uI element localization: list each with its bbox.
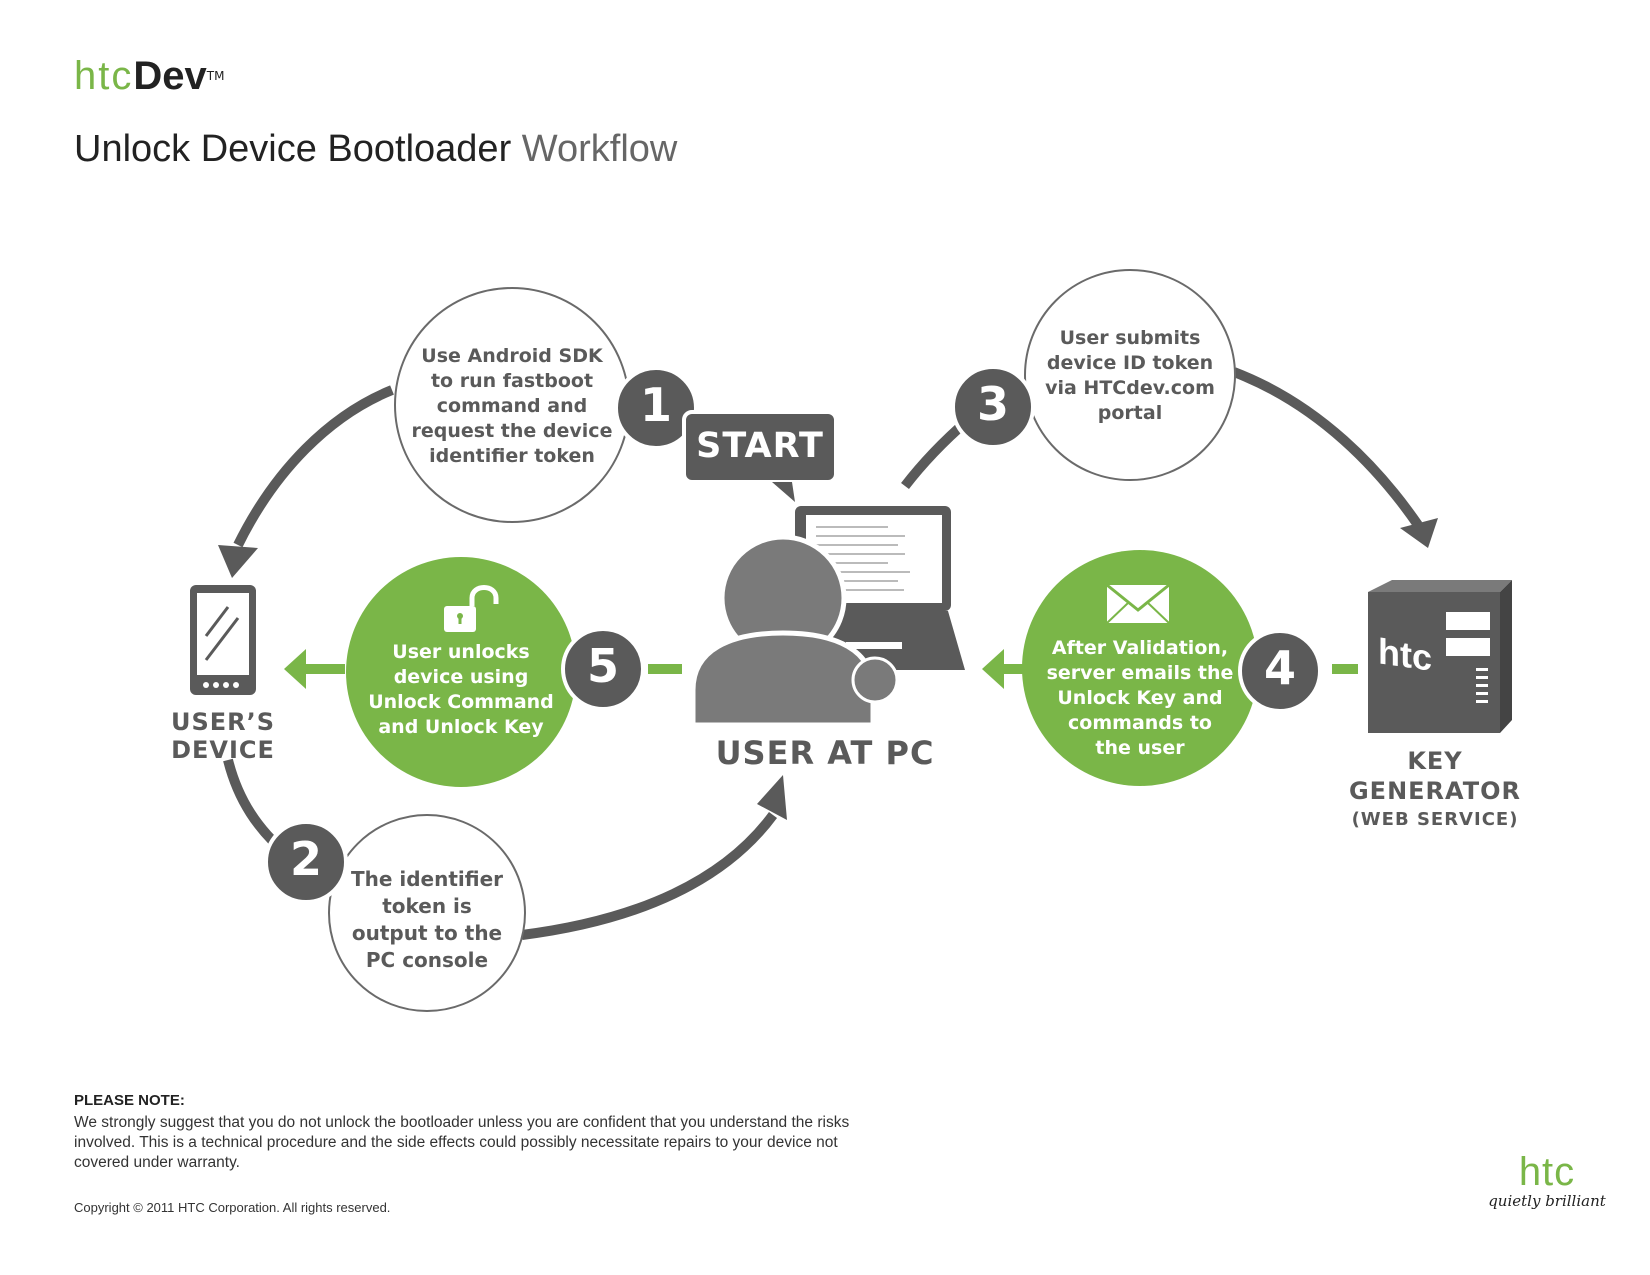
arrow-keygen-to-step4 xyxy=(1332,664,1358,674)
step4-line: Unlock Key and xyxy=(1057,687,1223,709)
server-icon xyxy=(1368,580,1512,733)
arrow-step3-to-keygen xyxy=(1232,367,1423,528)
step2-line: output to the xyxy=(351,921,503,945)
keygen-line-1: KEY xyxy=(1407,747,1463,775)
step3-line: via HTCdev.com xyxy=(1045,377,1215,399)
step3-badge xyxy=(951,365,1035,449)
step4-badge xyxy=(1238,629,1322,713)
page-title: Unlock Device Bootloader Workflow xyxy=(74,128,677,171)
htc-brand-tagline: quietly brilliant xyxy=(1488,1192,1606,1210)
step5-line: User unlocks xyxy=(392,641,530,663)
step3-line: portal xyxy=(1097,402,1163,424)
step4-number: 4 xyxy=(1263,641,1296,695)
arrow-head-device xyxy=(218,545,258,578)
arrow-step5-to-device-shaft xyxy=(305,664,345,674)
start-label: START xyxy=(696,426,824,466)
step1-number: 1 xyxy=(639,378,672,432)
server-htc-brand: htc xyxy=(1378,630,1432,679)
arrow-head-keygen xyxy=(1400,518,1438,548)
step4-line: server emails the xyxy=(1046,662,1234,684)
arrow-step4-to-pc-head xyxy=(982,649,1004,689)
keygen-line-3: (WEB SERVICE) xyxy=(1351,809,1519,830)
phone-icon xyxy=(190,585,256,695)
start-bubble xyxy=(682,410,838,502)
step3-line: User submits xyxy=(1059,327,1201,349)
arrow-head-pc xyxy=(757,775,787,820)
step5-badge xyxy=(561,627,645,711)
step5-line: device using xyxy=(393,666,529,688)
step2-line: PC console xyxy=(365,948,489,972)
step2-line: token is xyxy=(382,894,472,918)
step5-number: 5 xyxy=(586,639,619,693)
users-device-label: USER’S DEVICE xyxy=(170,708,276,764)
unlock-padlock-icon xyxy=(444,585,499,632)
step5-line: and Unlock Key xyxy=(378,716,544,738)
arrow-pc-to-step5 xyxy=(648,664,682,674)
step4-text: After Validation, server emails the Unlo… xyxy=(1040,636,1240,761)
user-at-pc-label: USER AT PC xyxy=(715,734,935,772)
step3-number: 3 xyxy=(976,377,1009,431)
keygen-line-2: GENERATOR xyxy=(1348,777,1522,805)
key-generator-label: KEY GENERATOR (WEB SERVICE) xyxy=(1340,746,1530,834)
step5-line: Unlock Command xyxy=(368,691,554,713)
step1-line: to run fastboot xyxy=(430,370,594,392)
logo-tm: TM xyxy=(206,69,225,83)
step1-line: identifier token xyxy=(429,445,595,467)
step1-line: request the device xyxy=(411,420,613,442)
envelope-icon xyxy=(1106,583,1170,624)
step1-text: Use Android SDK to run fastboot command … xyxy=(402,344,622,469)
step1-line: Use Android SDK xyxy=(421,345,603,367)
htc-brand-word: htc xyxy=(1518,1150,1576,1194)
copyright-text: Copyright © 2011 HTC Corporation. All ri… xyxy=(74,1200,391,1215)
step5-text: User unlocks device using Unlock Command… xyxy=(356,640,566,740)
step4-line: commands to xyxy=(1068,712,1212,734)
step3-text: User submits device ID token via HTCdev.… xyxy=(1030,326,1230,426)
step3-line: device ID token xyxy=(1046,352,1214,374)
step2-text: The identifier token is output to the PC… xyxy=(337,866,517,974)
note-body: We strongly suggest that you do not unlo… xyxy=(74,1114,850,1171)
step1-line: command and xyxy=(436,395,588,417)
step1-badge xyxy=(614,366,698,450)
htcdev-logo: htcDevTM xyxy=(74,52,224,100)
logo-htc-text: htc xyxy=(74,54,134,98)
step4-circle xyxy=(1022,550,1258,786)
htc-brand-logo: htc quietly brilliant xyxy=(1482,1152,1612,1210)
arrow-step5-to-device-head xyxy=(284,649,306,689)
step2-number: 2 xyxy=(289,832,322,886)
step4-line: After Validation, xyxy=(1051,637,1229,659)
user-at-pc-illustration xyxy=(690,506,965,728)
step5-circle xyxy=(346,557,576,787)
step2-circle xyxy=(328,814,526,1012)
note-heading: PLEASE NOTE: xyxy=(74,1092,185,1109)
arrow-step4-to-pc-shaft xyxy=(1002,664,1028,674)
arrow-step2-to-pc xyxy=(521,812,778,940)
title-light: Workflow xyxy=(521,128,678,170)
step4-line: the user xyxy=(1095,737,1185,759)
step2-line: The identifier xyxy=(350,867,504,891)
logo-dev-text: Dev xyxy=(133,54,207,98)
title-main: Unlock Device Bootloader xyxy=(74,128,512,170)
step2-badge xyxy=(264,820,348,904)
arrow-step1-to-device xyxy=(233,385,394,548)
step3-circle xyxy=(1024,269,1236,481)
